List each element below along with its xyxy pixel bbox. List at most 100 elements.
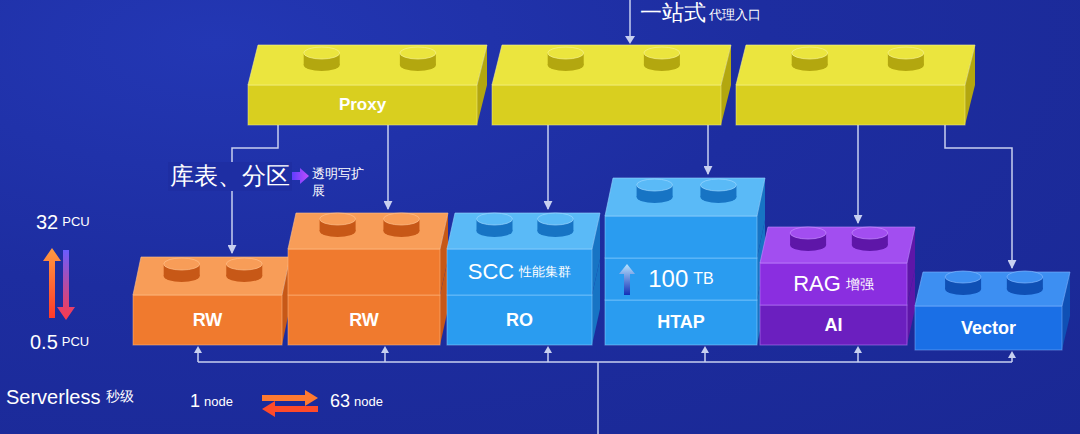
- block-top: [492, 45, 731, 85]
- connector: [707, 125, 709, 174]
- block-stud: [320, 213, 356, 237]
- rw-block: RW: [133, 253, 290, 345]
- partition-label: 库表、分区: [168, 162, 292, 191]
- block-stud: [700, 179, 736, 203]
- block-label-row: RAG 增强: [760, 263, 907, 305]
- bus-arrowhead: [194, 346, 202, 353]
- connector: [387, 125, 389, 209]
- block-label-row: Vector: [915, 306, 1062, 350]
- block-stud: [164, 258, 200, 282]
- ro-block: SCC 性能集群 RO: [447, 209, 600, 345]
- stud-top: [700, 179, 736, 191]
- block-face: [492, 85, 721, 125]
- block-stud: [1007, 271, 1043, 295]
- block-stud: [790, 227, 826, 251]
- stud-top: [477, 213, 513, 225]
- stud-top: [226, 258, 262, 270]
- storage-bus: [198, 351, 1012, 434]
- block-face: [605, 258, 757, 300]
- block-shape: [133, 253, 290, 345]
- stud-top: [888, 47, 924, 59]
- serverless-label: Serverless: [6, 385, 100, 409]
- block-stud: [852, 227, 888, 251]
- block-face: [605, 216, 757, 258]
- block-label: Vector: [961, 318, 1016, 339]
- capacity-number: 0.5: [30, 330, 58, 354]
- stud-top: [537, 213, 573, 225]
- stud-top: [637, 179, 673, 191]
- node-scale-arrow: [262, 390, 318, 406]
- block-label: SCC: [468, 259, 514, 284]
- block-shape: [915, 268, 1070, 350]
- serverless-label: 秒级: [106, 388, 134, 405]
- stud-top: [792, 47, 828, 59]
- block-label: 性能集群: [519, 265, 571, 280]
- block-stud: [792, 47, 828, 71]
- block-label: AI: [825, 315, 843, 336]
- entry-label: 一站式: [640, 0, 706, 26]
- block-face: [288, 295, 440, 345]
- block-face: [760, 263, 907, 305]
- block-label: RAG: [793, 271, 841, 296]
- bus-arrowhead: [854, 346, 862, 353]
- block-stud: [644, 47, 680, 71]
- node-count: 1: [190, 391, 200, 413]
- block-stud: [548, 47, 584, 71]
- block-face: [447, 249, 592, 295]
- entry-label: 代理入口: [709, 7, 761, 23]
- block-stud: [637, 179, 673, 203]
- capacity-unit: PCU: [62, 334, 89, 350]
- block-face: [736, 85, 965, 125]
- connector: [547, 125, 549, 209]
- bus-arrowhead: [381, 346, 389, 353]
- block-label-row: RW: [133, 295, 282, 345]
- stud-top: [644, 47, 680, 59]
- connector: [945, 125, 1012, 268]
- block-label: RW: [349, 310, 379, 331]
- block-stud: [945, 271, 981, 295]
- scale-out-label: 透明写扩展: [312, 166, 367, 200]
- block-stud: [400, 47, 436, 71]
- block-stud: [888, 47, 924, 71]
- stud-top: [852, 227, 888, 239]
- block-label-row: RO: [447, 295, 592, 345]
- capacity-number: 32: [36, 210, 58, 234]
- stud-top: [164, 258, 200, 270]
- block-label: RO: [506, 310, 533, 331]
- block-face: [288, 249, 440, 295]
- block-face: [447, 295, 592, 345]
- growth-arrow: [619, 264, 635, 295]
- stud-top: [945, 271, 981, 283]
- block-stud: [477, 213, 513, 237]
- block-face: [760, 305, 907, 345]
- rw-block: RW: [288, 209, 448, 345]
- capacity-unit: PCU: [62, 214, 89, 230]
- stud-top: [548, 47, 584, 59]
- block-top: [248, 45, 487, 85]
- stud-top: [790, 227, 826, 239]
- block-label-row: AI: [760, 305, 907, 345]
- block-face: [133, 295, 282, 345]
- block-top: [133, 257, 290, 295]
- block-stud: [304, 47, 340, 71]
- block-label: RW: [193, 310, 223, 331]
- block-label-row: HTAP: [605, 300, 757, 345]
- block-stud: [226, 258, 262, 282]
- block-top: [736, 45, 975, 85]
- bus-arrowhead: [1008, 351, 1016, 358]
- node-unit: node: [354, 394, 383, 410]
- block-label-row: 100TB: [605, 258, 757, 300]
- block-top: [605, 178, 765, 216]
- entry-line: [629, 0, 631, 38]
- block-label-row: RW: [288, 295, 440, 345]
- block-stud: [383, 213, 419, 237]
- block-label: Proxy: [339, 95, 386, 115]
- scale-out-icon: [291, 168, 309, 184]
- stud-top: [1007, 271, 1043, 283]
- block-face: [605, 300, 757, 345]
- block-label: TB: [693, 270, 713, 288]
- entry-arrowhead: [625, 36, 635, 44]
- block-label: 增强: [846, 276, 874, 292]
- bus-arrowhead: [544, 346, 552, 353]
- block-label-row: SCC 性能集群: [447, 249, 592, 295]
